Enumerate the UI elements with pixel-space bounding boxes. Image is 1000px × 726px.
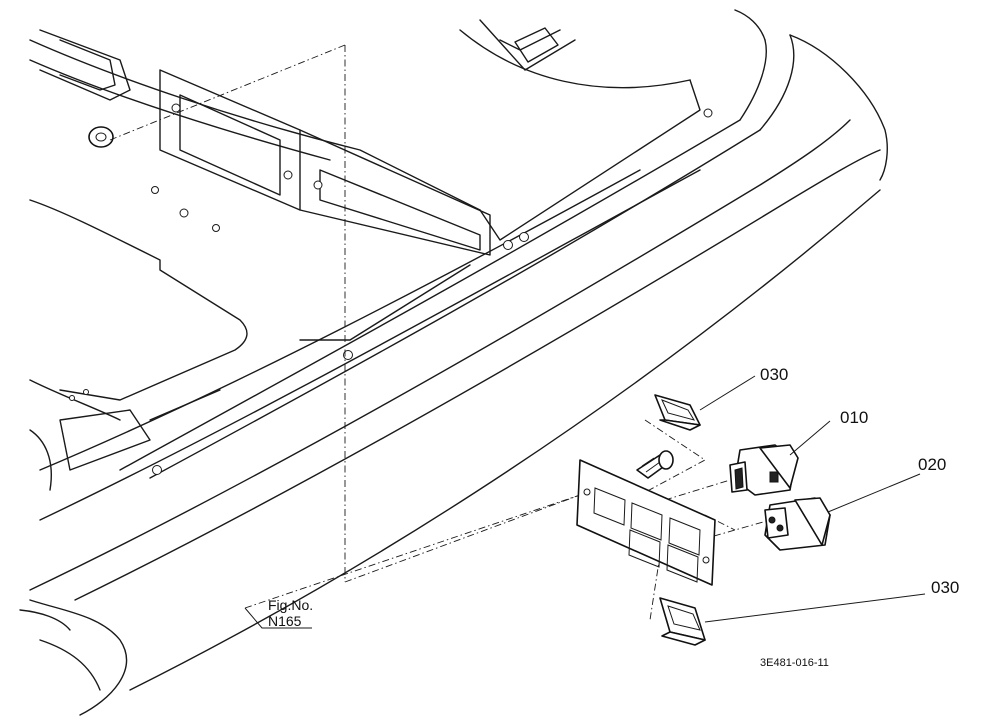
figure-number: N165 <box>268 613 302 629</box>
leader-lines <box>244 375 926 629</box>
figure-number-prefix: Fig.No. <box>268 597 313 613</box>
nut-icon <box>88 126 114 148</box>
cap-030-top <box>654 394 701 431</box>
label-010: 010 <box>840 408 868 427</box>
label-030-top: 030 <box>760 365 788 384</box>
switch-010 <box>729 444 799 496</box>
screw-icon <box>636 450 674 479</box>
label-030-bottom: 030 <box>931 578 959 597</box>
switch-020 <box>764 497 831 551</box>
switch-plate <box>576 459 716 586</box>
label-020: 020 <box>918 455 946 474</box>
cap-030-bottom <box>659 597 706 646</box>
drawing-code: 3E481-016-11 <box>760 657 829 669</box>
mounting-holes <box>69 103 713 475</box>
reference-lines <box>109 44 771 621</box>
console-body <box>19 9 888 716</box>
